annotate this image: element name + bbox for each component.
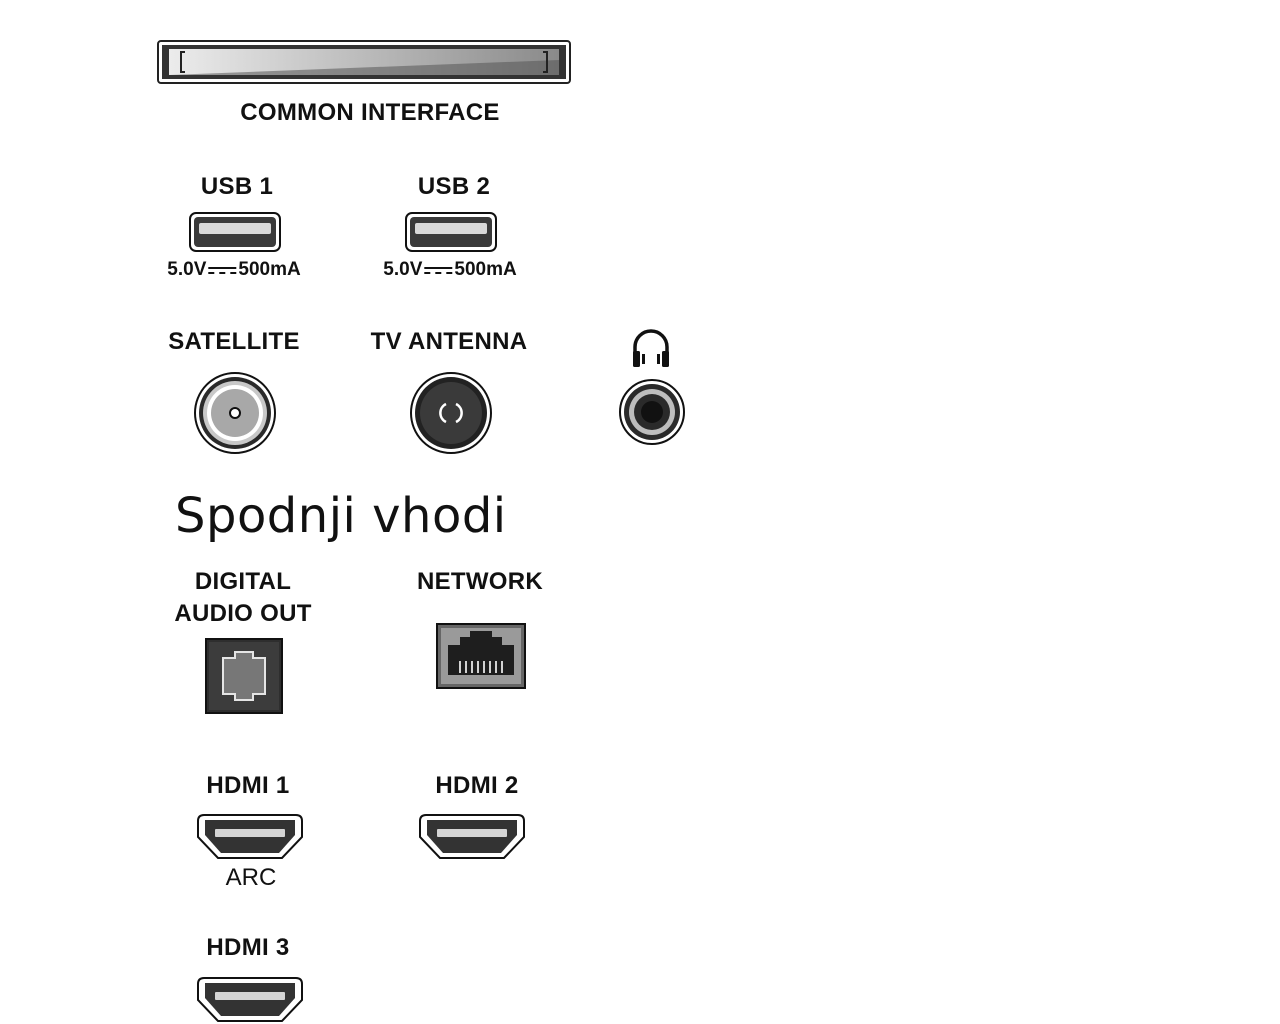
usb1-power-rating: 5.0V 500mA xyxy=(167,259,300,281)
satellite-connector-icon xyxy=(194,372,276,454)
digital-audio-out-label-line1: DIGITAL xyxy=(194,568,292,595)
hdmi2-port-icon xyxy=(419,814,525,859)
headphone-jack-icon xyxy=(619,379,685,445)
hdmi2-label: HDMI 2 xyxy=(435,772,519,799)
hdmi1-arc-note: ARC xyxy=(225,864,277,891)
tv-antenna-connector-icon xyxy=(410,372,492,454)
usb2-label: USB 2 xyxy=(417,173,491,200)
network-port-icon xyxy=(436,623,526,689)
digital-audio-out-label: DIGITAL AUDIO OUT xyxy=(174,566,311,630)
digital-audio-out-label-line2: AUDIO OUT xyxy=(174,600,312,627)
network-label: NETWORK xyxy=(416,568,544,595)
common-interface-label: COMMON INTERFACE xyxy=(240,99,500,126)
usb1-current: 500mA xyxy=(238,259,301,280)
hdmi3-label: HDMI 3 xyxy=(206,934,290,961)
dc-symbol-icon xyxy=(208,265,237,275)
satellite-label: SATELLITE xyxy=(168,328,300,355)
dc-symbol-icon xyxy=(424,265,453,275)
usb1-port-icon xyxy=(189,212,281,252)
usb2-voltage: 5.0V xyxy=(383,259,423,280)
common-interface-slot-icon xyxy=(157,40,571,84)
hdmi3-port-icon xyxy=(197,977,303,1022)
usb2-port-icon xyxy=(405,212,497,252)
usb2-power-rating: 5.0V 500mA xyxy=(383,259,516,281)
section-heading: Spodnji vhodi xyxy=(175,488,507,544)
tv-antenna-label: TV ANTENNA xyxy=(370,328,528,355)
hdmi1-label: HDMI 1 xyxy=(206,772,290,799)
headphones-icon xyxy=(633,329,669,367)
usb2-current: 500mA xyxy=(454,259,517,280)
optical-audio-port-icon xyxy=(205,638,283,714)
usb1-voltage: 5.0V xyxy=(167,259,207,280)
usb1-label: USB 1 xyxy=(200,173,274,200)
hdmi1-port-icon xyxy=(197,814,303,859)
